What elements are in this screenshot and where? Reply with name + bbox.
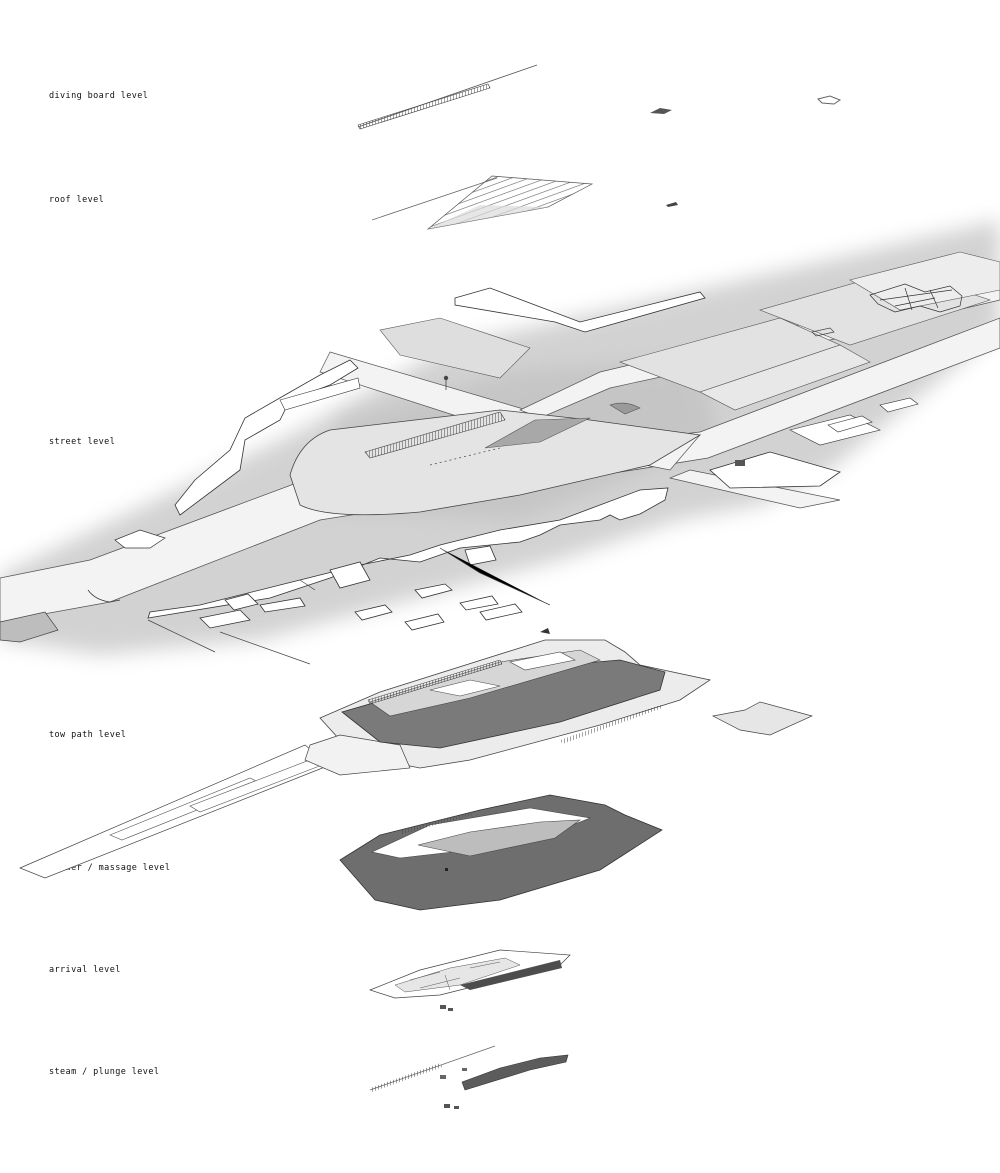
label-street-level: street level (49, 437, 116, 447)
label-diving-board-level: diving board level (49, 91, 149, 101)
label-arrival-level: arrival level (49, 965, 121, 975)
street-level-drawing (0, 220, 1000, 665)
steam-plunge-level-drawing (369, 1045, 569, 1109)
label-roof-level: roof level (49, 195, 105, 205)
arrival-level-drawing (368, 949, 571, 1011)
label-shower-massage-level: shower / massage level (49, 863, 171, 873)
roof-level-drawing (371, 175, 678, 230)
tow-path-level-drawing (19, 628, 814, 879)
label-tow-path-level: tow path level (49, 730, 127, 740)
shower-massage-level-drawing (339, 794, 663, 911)
label-steam-plunge-level: steam / plunge level (49, 1067, 160, 1077)
diving-board-level-drawing (357, 64, 842, 130)
